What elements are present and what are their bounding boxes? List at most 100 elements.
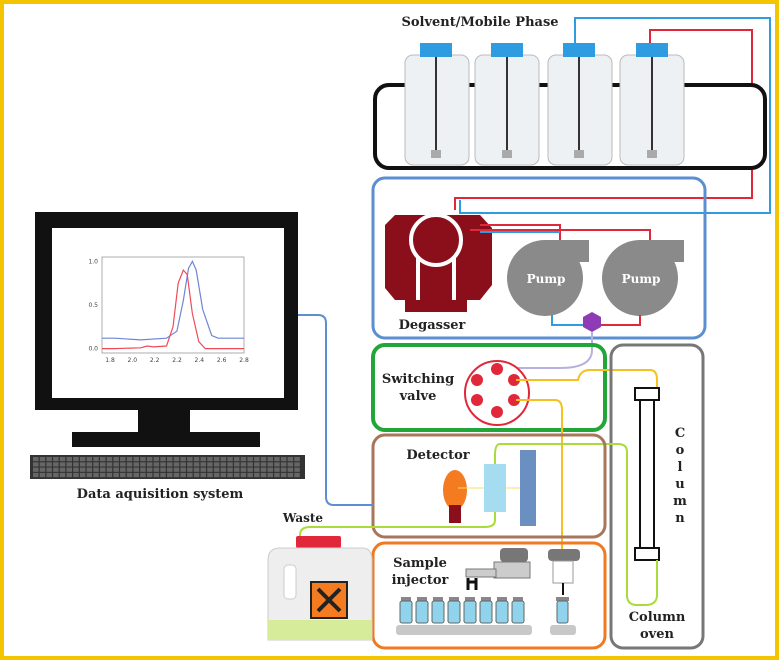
key	[200, 467, 206, 472]
solvent-bottle-icon	[404, 43, 470, 166]
key	[140, 457, 146, 462]
key	[160, 462, 166, 467]
key	[267, 462, 273, 467]
vial-icon	[513, 597, 523, 601]
sample-vials	[399, 597, 525, 624]
key	[187, 472, 193, 478]
valve-to-column-tube	[516, 369, 658, 388]
key	[260, 457, 267, 462]
switching-valve-label-2: valve	[399, 389, 437, 404]
key	[93, 462, 99, 467]
vial-icon	[479, 600, 493, 624]
x-tick-label: 2.2	[150, 357, 160, 364]
key	[287, 457, 294, 462]
lamp-base-icon	[449, 505, 461, 523]
sample-injector-label-2: injector	[392, 573, 449, 588]
mixer-hexagon-icon	[583, 312, 601, 332]
key	[260, 467, 267, 472]
key	[86, 467, 93, 472]
column-oven-label-2: oven	[640, 627, 674, 642]
key	[126, 462, 133, 467]
column-letter: n	[675, 511, 685, 526]
key	[153, 467, 160, 472]
photodiode-icon	[520, 450, 536, 526]
key	[59, 457, 66, 462]
key	[140, 467, 146, 472]
key	[146, 472, 153, 478]
key	[274, 457, 280, 462]
key	[240, 462, 247, 467]
key	[200, 472, 206, 478]
key	[193, 472, 200, 478]
pump-left-outlet	[551, 315, 583, 326]
key	[193, 467, 200, 472]
key	[240, 467, 247, 472]
vial-icon	[399, 600, 413, 624]
key	[187, 467, 193, 472]
vial-icon	[417, 597, 427, 601]
key	[207, 462, 213, 467]
key	[227, 462, 233, 467]
key	[73, 457, 79, 462]
key	[274, 467, 280, 472]
key	[133, 467, 139, 472]
vial-icon	[463, 600, 477, 624]
key	[294, 472, 300, 478]
vial-icon	[431, 600, 445, 624]
key	[113, 472, 119, 478]
key	[294, 467, 300, 472]
key	[234, 462, 240, 467]
column-letter: o	[676, 443, 685, 458]
key	[207, 457, 213, 462]
key	[146, 457, 153, 462]
key	[294, 457, 300, 462]
key	[260, 462, 267, 467]
flow-cell-icon	[484, 464, 506, 512]
key	[126, 467, 133, 472]
key	[220, 457, 227, 462]
x-tick-label: 2.2	[172, 357, 182, 364]
pump-right-icon	[602, 240, 684, 316]
key	[86, 472, 93, 478]
key	[153, 462, 160, 467]
key	[126, 472, 133, 478]
key	[187, 462, 193, 467]
key	[66, 462, 72, 467]
key	[133, 462, 139, 467]
detector-box	[371, 433, 607, 539]
key	[73, 467, 79, 472]
key	[140, 462, 146, 467]
key	[66, 457, 72, 462]
key	[100, 472, 106, 478]
key	[106, 472, 113, 478]
detector-to-waste-tube	[299, 512, 496, 540]
key	[46, 462, 52, 467]
monitor-stand	[138, 410, 190, 434]
data-system-label: Data aquisition system	[77, 487, 244, 502]
key	[33, 462, 39, 467]
chart-series-line-0	[102, 260, 244, 341]
key	[254, 457, 260, 462]
key	[100, 467, 106, 472]
key	[120, 462, 126, 467]
key	[173, 457, 180, 462]
vial-icon	[497, 597, 507, 601]
key	[53, 472, 59, 478]
column-icon	[634, 387, 660, 561]
key	[59, 462, 66, 467]
chart-series-line-1	[102, 268, 244, 350]
key	[240, 472, 247, 478]
key	[120, 472, 126, 478]
key	[146, 462, 153, 467]
degasser-label: Degasser	[399, 318, 466, 333]
column-oven-box	[609, 343, 705, 650]
vial-icon	[511, 600, 525, 624]
x-tick-label: 1.8	[105, 357, 115, 364]
key	[73, 462, 79, 467]
key	[294, 462, 300, 467]
key	[220, 472, 227, 478]
key	[267, 467, 273, 472]
pump-right-outlet	[601, 315, 641, 326]
column-to-detector-tube	[494, 443, 658, 606]
key	[213, 472, 220, 478]
